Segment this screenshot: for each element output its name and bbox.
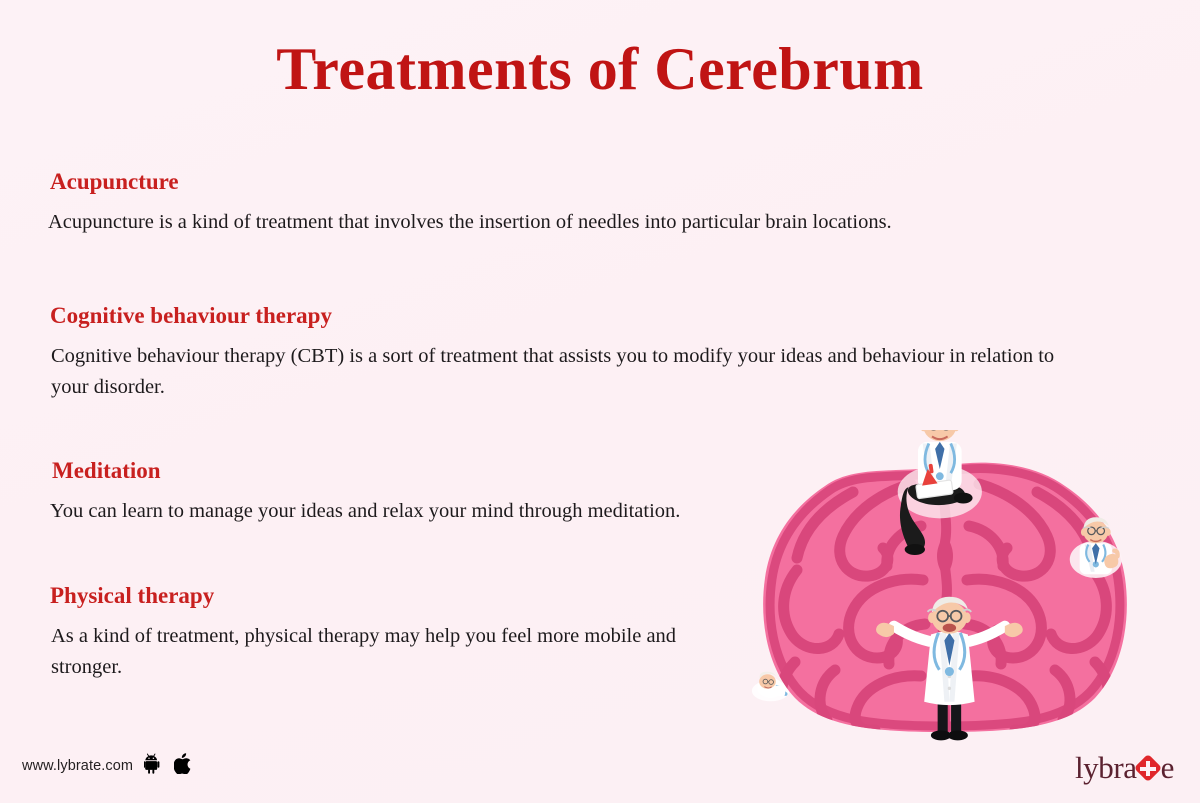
apple-logo-icon[interactable] bbox=[173, 753, 192, 779]
section-meditation: Meditation You can learn to manage your … bbox=[50, 457, 950, 527]
pink-brain-with-doctors-illustration bbox=[735, 430, 1155, 750]
logo-text-after: e bbox=[1160, 750, 1175, 785]
red-diamond-medical-cross-icon bbox=[1133, 753, 1162, 783]
page-title: Treatments of Cerebrum bbox=[276, 36, 924, 102]
section-heading: Physical therapy bbox=[50, 583, 215, 608]
section-physical-therapy: Physical therapy As a kind of treatment,… bbox=[48, 582, 728, 683]
section-heading: Acupuncture bbox=[50, 169, 179, 194]
website-url[interactable]: www.lybrate.com bbox=[22, 758, 134, 774]
footer-left: www.lybrate.com bbox=[22, 753, 192, 779]
section-body: As a kind of treatment, physical therapy… bbox=[51, 624, 677, 678]
doctor-peeking-bottom-left bbox=[751, 671, 790, 702]
doctor-standing-in-front-of-brain bbox=[876, 596, 1023, 741]
section-heading: Cognitive behaviour therapy bbox=[50, 303, 332, 328]
doctor-sitting-on-brain-with-clipboard bbox=[897, 430, 982, 555]
section-acupuncture: Acupuncture Acupuncture is a kind of tre… bbox=[48, 168, 1088, 238]
doctor-peeking-right-thumbs-up bbox=[1069, 517, 1122, 578]
section-body: Acupuncture is a kind of treatment that … bbox=[48, 210, 892, 233]
section-cognitive-behaviour-therapy: Cognitive behaviour therapy Cognitive be… bbox=[48, 302, 1088, 403]
logo-text-before: lybra bbox=[1074, 750, 1137, 785]
android-robot-icon[interactable] bbox=[143, 753, 163, 779]
section-heading: Meditation bbox=[52, 458, 161, 483]
section-body: You can learn to manage your ideas and r… bbox=[50, 499, 681, 522]
lybrate-logo[interactable]: lybra e bbox=[1075, 752, 1174, 783]
section-body: Cognitive behaviour therapy (CBT) is a s… bbox=[51, 344, 1055, 398]
